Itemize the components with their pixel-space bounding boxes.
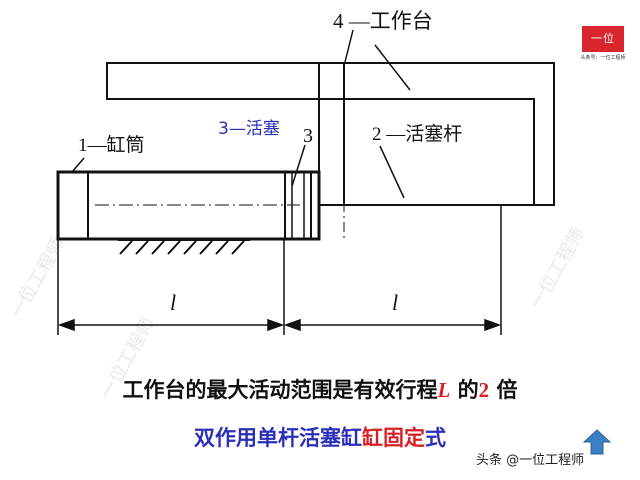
caption-line-2: 双作用单杆活塞缸缸固定式	[0, 422, 640, 452]
leader-worktable	[344, 29, 354, 63]
up-arrow-icon[interactable]	[582, 428, 612, 456]
caption-2-part-a: 双作用单杆活塞缸	[194, 426, 362, 450]
label-piston-number: 3	[303, 125, 313, 147]
caption-2-part-c: 式	[425, 426, 446, 450]
piston-rod-body	[343, 98, 535, 206]
dim-label-left: l	[170, 290, 176, 315]
worktable-previous-position	[106, 62, 320, 100]
caption-1-part-b: 的	[450, 378, 479, 402]
caption-1-part-a: 工作台的最大活动范围是有效行程	[122, 378, 438, 402]
ghost-watermark-left: 一位工程师	[6, 234, 69, 322]
caption-2-part-b: 缸固定	[362, 426, 425, 450]
label-worktable: 4 —工作台	[333, 9, 433, 33]
caption-1-number: 2	[478, 378, 490, 402]
dimension-left	[57, 318, 285, 332]
dimension-right	[283, 318, 502, 332]
caption-1-L: L	[437, 378, 451, 402]
label-cylinder: 1—缸筒	[78, 134, 145, 156]
logo-title: 一位	[582, 26, 624, 52]
caption-line-1: 工作台的最大活动范围是有效行程L 的2 倍	[0, 374, 640, 404]
fixed-ground-hatch	[118, 239, 250, 255]
ghost-watermark-right: 一位工程师	[526, 224, 589, 312]
leader-cylinder	[71, 157, 85, 173]
label-piston-rod: 2 —活塞杆	[372, 123, 462, 145]
caption-1-part-c: 倍	[489, 378, 518, 402]
leader-worktable-2	[374, 44, 411, 91]
leader-rod	[379, 145, 405, 199]
piston	[284, 171, 312, 240]
leader-piston	[291, 144, 306, 187]
watermark-author: 头条 @一位工程师	[476, 453, 585, 468]
label-piston: 3—活塞	[218, 119, 280, 139]
logo-subtitle: 头条号：一位工程师	[580, 55, 626, 61]
logo: 一位 头条号：一位工程师	[572, 26, 634, 64]
dim-label-right: l	[392, 290, 398, 315]
